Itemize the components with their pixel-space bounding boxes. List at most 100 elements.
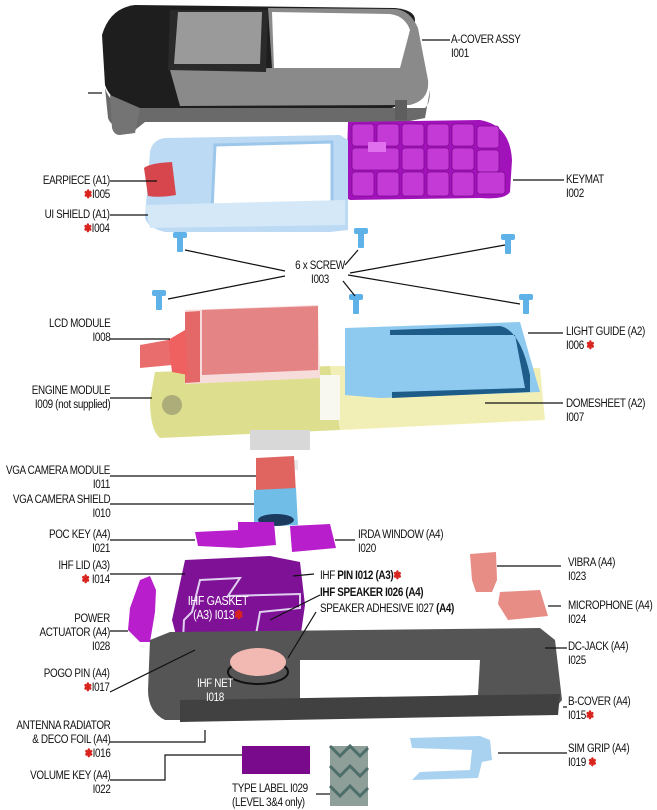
label-keymat: KEYMAT I002: [566, 173, 604, 201]
part-code-row: ✽I005: [43, 188, 110, 202]
part-name: KEYMAT: [566, 174, 604, 186]
a-cover-part: [102, 5, 430, 135]
part-name: VIBRA (A4): [568, 557, 616, 569]
light-guide-part: [345, 322, 540, 398]
part-name: 6 x SCREW: [295, 260, 345, 272]
purple-parts: [128, 522, 336, 650]
part-name: IHF GASKET: [187, 594, 249, 608]
red-asterisk-icon: ✽: [81, 574, 90, 586]
part-code-row: ✽I016: [16, 747, 110, 761]
part-name: UI SHIELD (A1): [45, 209, 110, 221]
part-name: MICROPHONE (A4): [568, 600, 653, 612]
label-ihf-gasket: IHF GASKET (A3) I013✽: [184, 594, 253, 622]
label-ui-shield: UI SHIELD (A1) ✽I004: [45, 208, 110, 236]
b-cover-part: [148, 628, 562, 722]
ui-shield-part: [144, 135, 348, 232]
part-code: I014: [92, 574, 110, 586]
part-code: I002: [566, 188, 584, 200]
part-name: POGO PIN (A4): [44, 668, 110, 680]
part-name: TYPE LABEL I029: [232, 783, 308, 795]
part-name-prefix: IHF: [320, 570, 338, 582]
part-level: (A4): [436, 603, 454, 615]
part-code: I009 (not supplied): [34, 399, 111, 411]
red-asterisk-icon: ✽: [585, 710, 594, 722]
part-code-row: ✽ I014: [59, 573, 111, 587]
label-ihf-net: IHF NET I018: [189, 677, 241, 705]
label-ihf-pin: IHF PIN I012 (A3)✽: [320, 569, 402, 583]
label-type-label: TYPE LABEL I029 (LEVEL 3&4 only): [232, 782, 308, 810]
part-name: VGA CAMERA SHIELD: [12, 494, 111, 506]
part-name: IRDA WINDOW (A4): [358, 529, 444, 541]
label-irda-window: IRDA WINDOW (A4) I020: [358, 528, 443, 556]
part-name: ENGINE MODULE: [31, 385, 110, 397]
part-code: I017: [92, 682, 110, 694]
part-code: I016: [92, 748, 110, 760]
part-name: VOLUME KEY (A4): [29, 770, 111, 782]
part-code: I018: [206, 692, 224, 704]
red-asterisk-icon: ✽: [84, 682, 93, 694]
red-asterisk-icon: ✽: [586, 340, 595, 352]
part-name-line2: ACTUATOR (A4): [39, 627, 111, 639]
bottom-parts: [242, 736, 492, 806]
part-code: (A3) I013: [193, 608, 235, 622]
part-name: IHF NET: [196, 678, 234, 690]
part-code: I025: [568, 655, 586, 667]
part-code: I020: [358, 543, 376, 555]
part-code: I022: [92, 784, 110, 796]
part-name: PIN I012 (A3): [337, 570, 394, 582]
part-code: I024: [568, 614, 586, 626]
label-ihf-lid: IHF LID (A3) ✽ I014: [59, 559, 111, 587]
part-name-line2: & DECO FOIL (A4): [31, 734, 111, 746]
part-code: I023: [568, 571, 586, 583]
part-name: DC-JACK (A4): [568, 641, 629, 653]
red-asterisk-icon: ✽: [84, 748, 93, 760]
part-code: I008: [92, 332, 110, 344]
part-note: (LEVEL 3&4 only): [232, 797, 305, 809]
label-microphone: MICROPHONE (A4) I024: [568, 599, 653, 627]
red-asterisk-icon: ✽: [393, 570, 402, 582]
label-speaker-adhesive: SPEAKER ADHESIVE I027 (A4): [320, 602, 454, 616]
label-lcd-module: LCD MODULE I008: [48, 317, 111, 345]
part-name: VGA CAMERA MODULE: [5, 465, 110, 477]
part-code: I007: [566, 412, 584, 424]
label-a-cover: A-COVER ASSY I001: [451, 33, 521, 61]
label-antenna: ANTENNA RADIATOR & DECO FOIL (A4) ✽I016: [15, 719, 111, 761]
label-vga-camera-module: VGA CAMERA MODULE I011: [6, 464, 110, 492]
label-power-actuator: POWER ACTUATOR (A4) I028: [39, 612, 111, 654]
part-code: I011: [92, 479, 110, 491]
part-code: I001: [451, 48, 469, 60]
label-b-cover: B-COVER (A4) I015✽: [568, 695, 631, 723]
red-asterisk-icon: ✽: [588, 757, 597, 769]
part-name: DOMESHEET (A2): [566, 398, 646, 410]
keymat-part: [345, 120, 512, 200]
label-domesheet: DOMESHEET (A2) I007: [566, 397, 645, 425]
part-code-row: I019 ✽: [568, 756, 629, 770]
part-name: LCD MODULE: [48, 318, 111, 330]
label-screw: 6 x SCREW I003: [277, 259, 363, 287]
label-earpiece: EARPIECE (A1) ✽I005: [43, 174, 110, 202]
red-asterisk-icon: ✽: [234, 608, 243, 622]
label-pogo-pin: POGO PIN (A4) ✽I017: [44, 667, 110, 695]
label-engine-module: ENGINE MODULE I009 (not supplied): [31, 384, 110, 412]
part-code: I019: [568, 757, 586, 769]
label-sim-grip: SIM GRIP (A4) I019 ✽: [568, 742, 630, 770]
part-code: I021: [92, 543, 110, 555]
leader-lines: [88, 39, 567, 795]
screw-parts: [152, 228, 533, 314]
part-name: POWER: [74, 613, 110, 625]
part-code: I003: [311, 274, 329, 286]
part-code: I015: [568, 710, 586, 722]
label-vibra: VIBRA (A4) I023: [568, 556, 615, 584]
label-vga-camera-shield: VGA CAMERA SHIELD I010: [12, 493, 111, 521]
part-name: B-COVER (A4): [568, 696, 631, 708]
part-name: ANTENNA RADIATOR: [15, 720, 111, 732]
part-name: LIGHT GUIDE (A2): [566, 326, 645, 338]
part-name: SPEAKER ADHESIVE I027: [320, 603, 437, 615]
red-asterisk-icon: ✽: [84, 189, 93, 201]
part-code-row: I015✽: [568, 709, 630, 723]
part-name: EARPIECE (A1): [43, 175, 110, 187]
part-code: I028: [92, 641, 110, 653]
part-name: POC KEY (A4): [48, 529, 110, 541]
